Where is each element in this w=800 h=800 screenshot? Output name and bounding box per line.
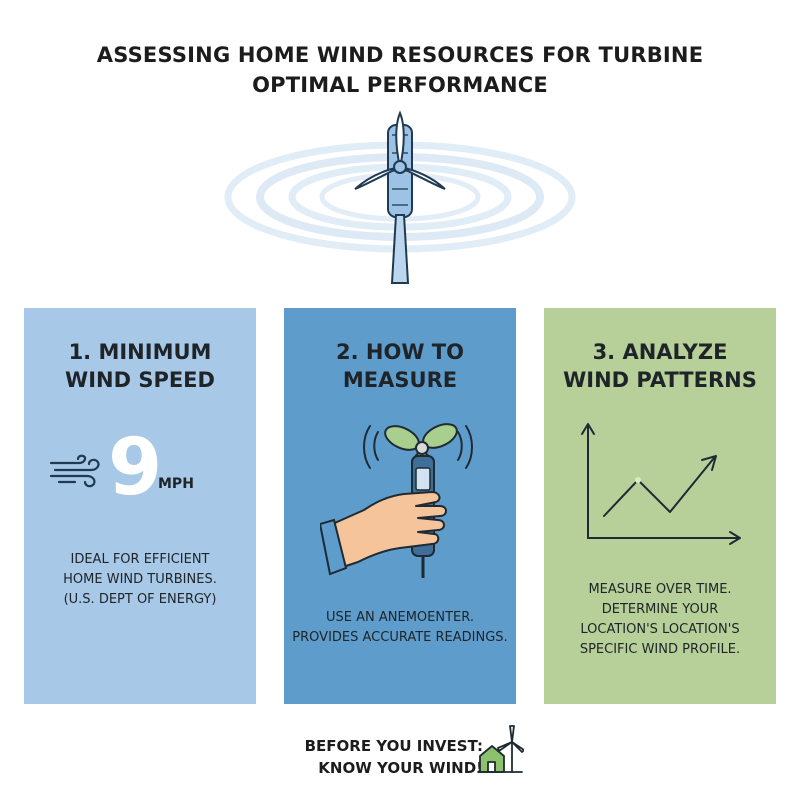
panel-how-to-measure: 2. HOW TO MEASURE USE AN ANEMOENTER. PRO… <box>284 308 516 704</box>
wind-icon <box>49 454 100 488</box>
panel-heading-line-2: MEASURE <box>342 368 458 392</box>
panel-body-line: LOCATION'S LOCATION'S <box>580 622 740 637</box>
footer-tagline: BEFORE YOU INVEST: KNOW YOUR WIND! <box>283 735 483 779</box>
panel-heading-line-2: WIND PATTERNS <box>563 368 757 392</box>
panel-heading-line-1: 2. HOW TO <box>336 340 464 364</box>
house-turbine-icon <box>477 725 524 773</box>
panel-body-line: USE AN ANEMOENTER. <box>326 610 474 625</box>
panel-heading-line-2: WIND SPEED <box>65 368 215 392</box>
panel-body: USE AN ANEMOENTER. PROVIDES ACCURATE REA… <box>284 608 516 648</box>
panel-body-line: MEASURE OVER TIME. <box>588 582 732 597</box>
panel-body-line: (U.S. DEPT OF ENERGY) <box>63 592 217 607</box>
speed-readout: 9 MPH <box>24 423 256 516</box>
title-line-2: OPTIMAL PERFORMANCE <box>252 73 548 97</box>
panel-body: MEASURE OVER TIME. DETERMINE YOUR LOCATI… <box>544 580 776 660</box>
panel-heading: 1. MINIMUM WIND SPEED <box>24 338 256 394</box>
panel-heading: 3. ANALYZE WIND PATTERNS <box>544 338 776 394</box>
panel-analyze-wind-patterns: 3. ANALYZE WIND PATTERNS MEASURE OVER TI… <box>544 308 776 704</box>
panel-heading: 2. HOW TO MEASURE <box>284 338 516 394</box>
panel-body-line: PROVIDES ACCURATE READINGS. <box>292 630 508 645</box>
panel-body-line: IDEAL FOR EFFICIENT <box>70 552 210 567</box>
wind-turbine-hero-icon <box>224 110 576 284</box>
panel-body-line: DETERMINE YOUR <box>601 602 719 617</box>
footer-line-2: KNOW YOUR WIND! <box>318 759 483 777</box>
panel-minimum-wind-speed: 1. MINIMUM WIND SPEED 9 MPH IDEAL FOR EF… <box>24 308 256 704</box>
speed-value: 9 <box>108 423 163 513</box>
footer-line-1: BEFORE YOU INVEST: <box>304 737 483 755</box>
line-chart-icon <box>581 423 741 545</box>
panel-heading-line-1: 3. ANALYZE <box>592 340 728 364</box>
panel-body-line: SPECIFIC WIND PROFILE. <box>579 642 741 657</box>
panel-heading-line-1: 1. MINIMUM <box>68 340 212 364</box>
handheld-anemometer-icon <box>320 423 473 578</box>
speed-unit: MPH <box>158 476 194 492</box>
panel-body-line: HOME WIND TURBINES. <box>63 572 217 587</box>
title-line-1: ASSESSING HOME WIND RESOURCES FOR TURBIN… <box>96 43 704 67</box>
panel-body: IDEAL FOR EFFICIENT HOME WIND TURBINES. … <box>24 550 256 610</box>
page-title: ASSESSING HOME WIND RESOURCES FOR TURBIN… <box>0 40 800 100</box>
